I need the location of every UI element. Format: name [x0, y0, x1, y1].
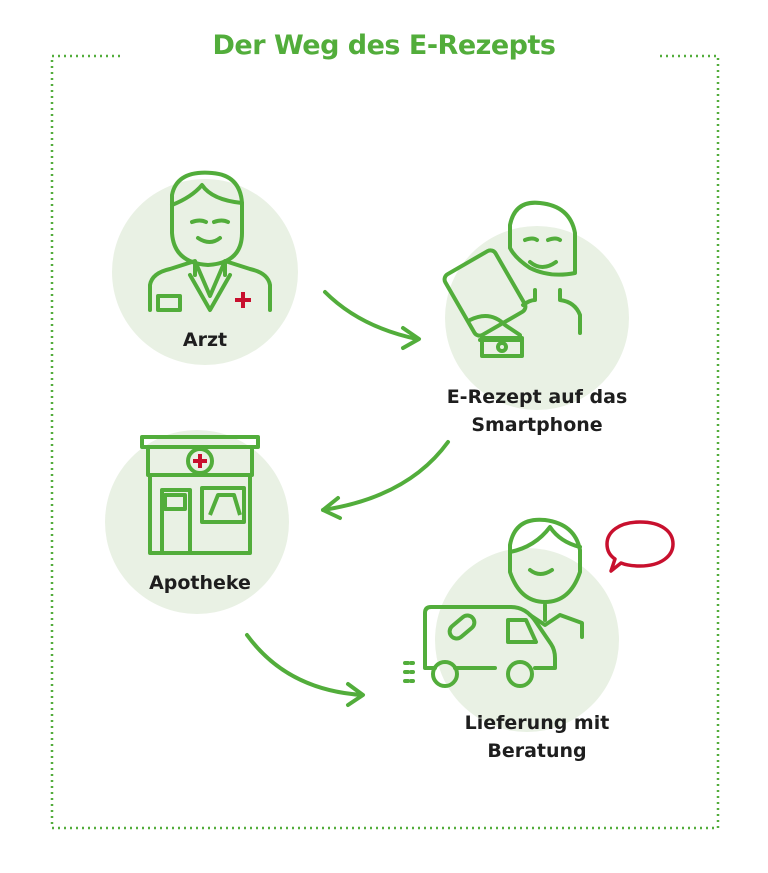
label-smartphone-line1: E-Rezept auf das — [446, 386, 628, 408]
arrow-smartphone-to-apotheke — [321, 440, 450, 512]
pharmacy-icon — [140, 435, 260, 555]
label-lieferung-line1: Lieferung mit — [464, 712, 610, 734]
arrow-apotheke-to-lieferung — [245, 633, 364, 697]
arrow-arzt-to-smartphone — [323, 290, 419, 341]
red-cross-icon — [235, 292, 251, 308]
label-lieferung-line2: Beratung — [487, 740, 587, 762]
label-arzt: Arzt — [182, 329, 228, 351]
label-apotheke: Apotheke — [149, 572, 251, 594]
label-smartphone-line2: Smartphone — [471, 414, 603, 436]
doctor-icon — [148, 170, 272, 312]
step-circle-arzt — [112, 179, 298, 365]
label-smartphone: E-Rezept auf das Smartphone — [407, 383, 667, 439]
smartphone-hand-icon — [442, 200, 582, 358]
pharmacy-cross-icon — [193, 454, 207, 468]
label-lieferung: Lieferung mit Beratung — [407, 709, 667, 765]
delivery-van-icon — [403, 517, 584, 688]
dotted-frame — [50, 54, 720, 830]
page-title: Der Weg des E-Rezepts — [212, 30, 557, 61]
speech-bubble-icon — [605, 520, 675, 573]
step-circle-smartphone — [445, 226, 629, 410]
flow-arrows — [245, 290, 450, 707]
